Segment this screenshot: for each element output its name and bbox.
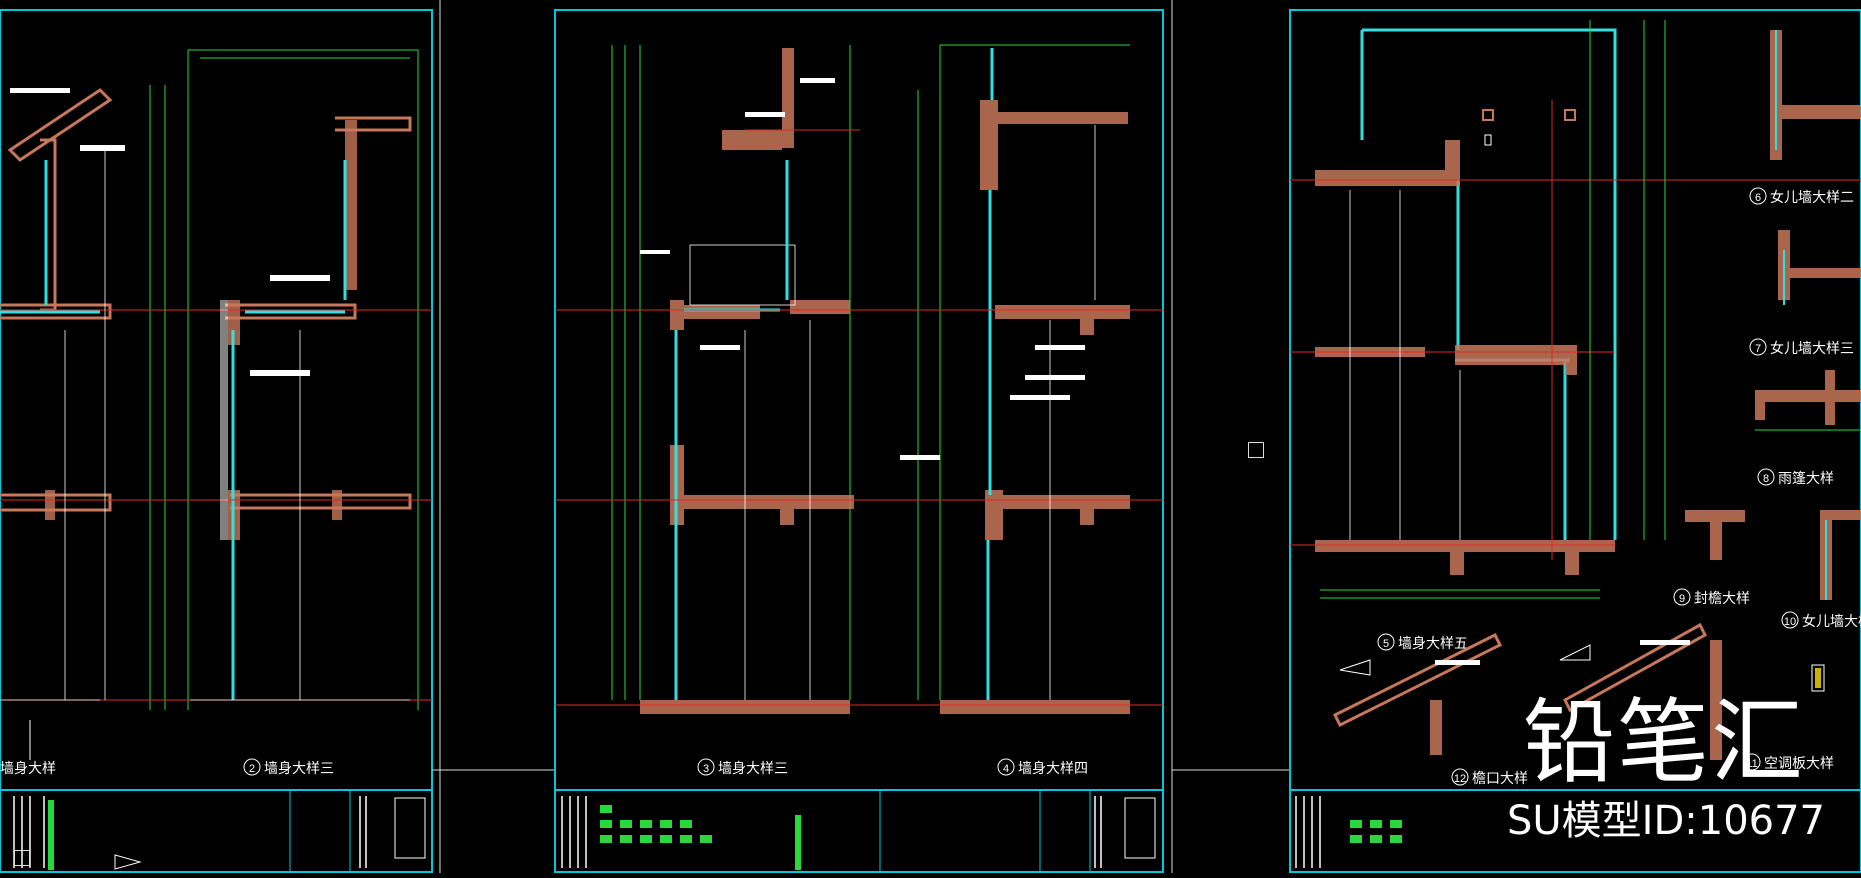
- sheet-1: 2 墙身大样三 墙身大样: [0, 0, 441, 874]
- detail-number: 7: [1755, 343, 1761, 355]
- detail-number: 3: [703, 763, 709, 775]
- sheet-1-label-1: 墙身大样: [0, 761, 56, 777]
- detail-number: 4: [1003, 763, 1009, 775]
- sheet-4-label-5: 封檐大样: [1694, 591, 1750, 607]
- sheet-4-label-8: 空调板大样: [1764, 756, 1834, 772]
- detail-number: 10: [1784, 616, 1796, 628]
- sheet-4-label-6: 女儿墙大样: [1802, 613, 1861, 630]
- watermark-brand: 铅笔汇: [1522, 689, 1805, 796]
- detail-number: 11: [1746, 758, 1757, 770]
- detail-number: 2: [249, 763, 255, 775]
- detail-number: 12: [1454, 773, 1466, 785]
- detail-number: 9: [1679, 593, 1685, 605]
- cursor-pickbox: [14, 850, 30, 866]
- sheet-4-label-3: 女儿墙大样三: [1770, 340, 1854, 357]
- detail-number: 8: [1763, 473, 1769, 485]
- sheet-4-label-7: 檐口大样: [1472, 771, 1528, 787]
- detail-number: 6: [1755, 192, 1761, 204]
- sheet-3-label-2: 墙身大样四: [1018, 761, 1088, 777]
- sheet-3-label-1: 墙身大样三: [718, 761, 788, 777]
- sheet-2: 3 墙身大样三 4 墙身大样四: [554, 9, 1164, 874]
- detail-number: 5: [1383, 638, 1389, 650]
- selection-grip[interactable]: [1248, 442, 1264, 458]
- sheet-4-label-2: 女儿墙大样二: [1770, 189, 1854, 206]
- sheet-4-label-4: 雨篷大样: [1778, 471, 1834, 487]
- sheet-4-label-1: 墙身大样五: [1398, 636, 1468, 652]
- sheet-3: 5 墙身大样五 6 女儿墙大样二 7 女儿墙大样三 8 雨篷大样: [1289, 9, 1861, 874]
- sheet-1-label-2: 墙身大样三: [264, 761, 334, 777]
- watermark-model-id: SU模型ID:10677: [1507, 798, 1825, 844]
